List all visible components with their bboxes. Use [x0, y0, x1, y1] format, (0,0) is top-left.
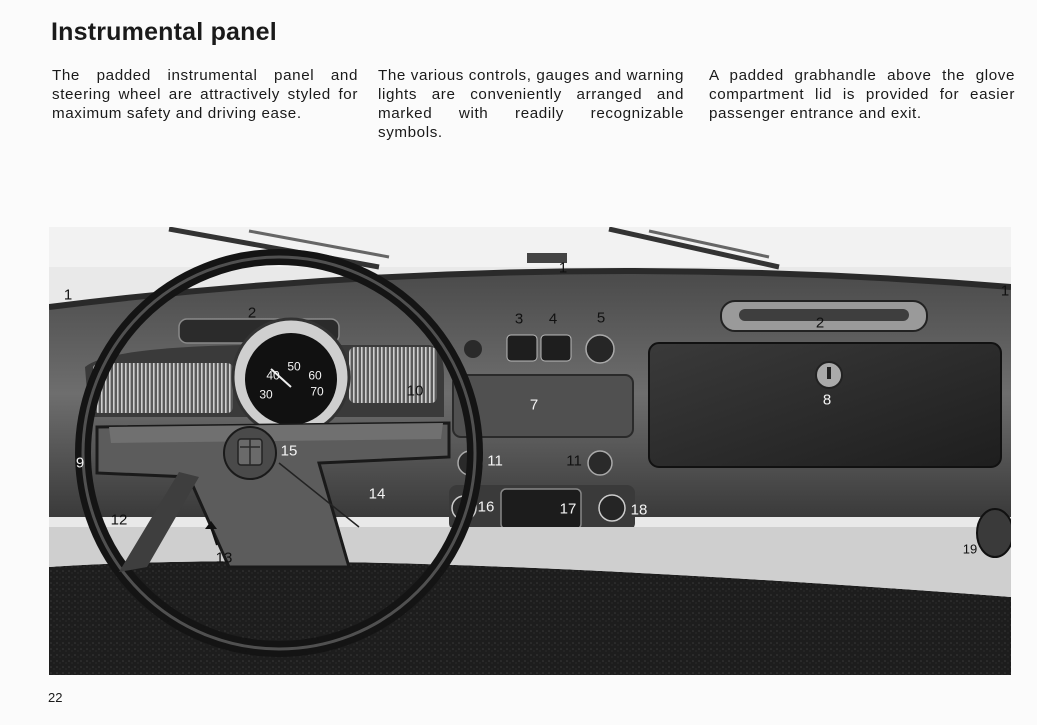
dashboard-photo: 1 1 1 2 2 3 4 5 7 8 9 10 11 11 12 13 14 … [49, 227, 1011, 675]
page-title: Instrumental panel [51, 18, 277, 46]
speedometer-tick-label: 30 [259, 387, 273, 402]
glove-compartment-lid [648, 342, 1002, 468]
wolfsburg-crest-icon [237, 438, 263, 466]
callout-label: 3 [514, 310, 524, 328]
callout-label: 9 [75, 454, 85, 472]
text-column-3: A padded grabhandle above the glove comp… [709, 67, 1015, 122]
callout-label: 7 [529, 396, 539, 414]
ashtray [976, 508, 1011, 558]
callout-label: 14 [368, 485, 386, 503]
speedometer-tick-label: 70 [310, 384, 324, 399]
callout-label: 1 [558, 259, 568, 277]
callout-label: 1 [63, 286, 73, 304]
page-number: 22 [48, 690, 63, 705]
callout-label: 19 [962, 541, 978, 557]
steering-wheel [75, 249, 483, 657]
pointer-arrow-icon [205, 521, 218, 546]
speedometer-tick-label: 40 [266, 368, 280, 383]
callout-label: 18 [630, 501, 648, 519]
callout-label: 11 [487, 452, 503, 470]
callout-label: 17 [559, 500, 577, 518]
callout-label: 2 [247, 304, 257, 322]
callout-label: 12 [110, 511, 128, 529]
dashboard-illustration [49, 227, 1011, 675]
callout-label: 16 [477, 498, 495, 516]
callout-label: 15 [280, 442, 298, 460]
radio-blanking-panel [452, 374, 634, 438]
callout-label: 10 [406, 382, 424, 400]
callout-label: 4 [548, 310, 558, 328]
callout-label: 11 [566, 452, 582, 470]
wiper-right [608, 227, 780, 270]
speedometer-needle-icon [270, 368, 292, 388]
callout-label: 8 [822, 391, 832, 409]
speedometer-tick-label: 50 [287, 359, 301, 374]
text-column-1: The padded instrumental panel and steeri… [52, 67, 358, 122]
speedometer-tick-label: 60 [308, 368, 322, 383]
callout-label: 2 [815, 314, 825, 332]
callout-label: 1 [1000, 282, 1010, 300]
text-column-2: The various controls, gauges and warning… [378, 67, 684, 141]
callout-label: 5 [596, 309, 606, 327]
callout-label: 13 [215, 549, 233, 567]
